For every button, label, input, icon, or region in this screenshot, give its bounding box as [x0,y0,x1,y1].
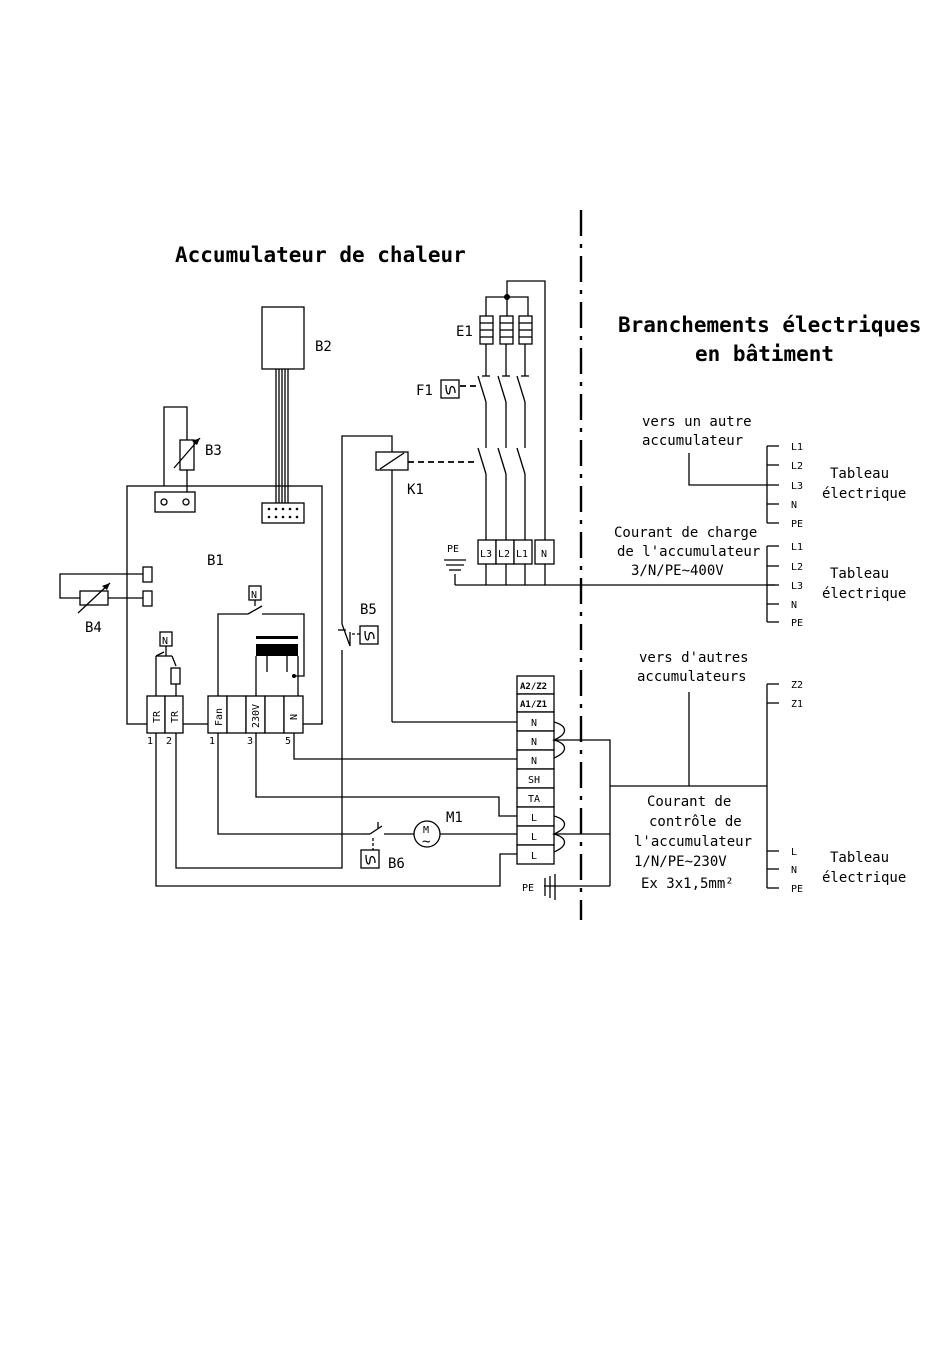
control-line4: 1/N/PE~230V [634,854,727,870]
ctrl-terminal-n1: N [531,718,537,729]
ctrl-terminal-l1: L [531,813,537,824]
bus-top-l3: L3 [791,481,803,492]
ctrl-terminal-ta: TA [528,794,540,805]
b2-label: B2 [315,339,332,355]
bus-control [766,683,779,889]
ctrl-terminal-l2: L [531,832,537,843]
b1-terminal-230v: 230V [251,704,262,728]
power-terminal-block [444,539,775,586]
m1-motor-m: M [423,825,429,836]
tr-relay-contact [155,631,181,696]
pe-label-top: PE [447,544,459,555]
pe-label-bottom: PE [522,883,534,894]
bus-middle-pe: PE [791,618,803,629]
ctrl-terminal-l3: L [531,851,537,862]
tableau-top-line2: électrique [822,486,906,502]
charge-line3: 3/N/PE~400V [631,563,724,579]
b5-label: B5 [360,602,377,618]
b3-sensor [154,406,201,513]
b1-number-2: 2 [166,736,172,747]
ctrl-terminal-a1z1: A1/Z1 [520,700,547,710]
bus-middle-l1: L1 [791,542,803,553]
fan-relay [217,585,305,696]
power-terminal-n: N [541,549,547,560]
b1-number-3: 3 [247,736,253,747]
e1-label: E1 [456,324,473,340]
b1-number-5: 5 [285,736,291,747]
b1-terminal-tr2: TR [170,710,181,723]
f1-switches [440,375,529,448]
b6-m1-fan [360,820,517,869]
ctrl-terminal-n3: N [531,756,537,767]
control-terminal-block [516,675,566,865]
bus-bottom-pe: PE [791,884,803,895]
e1-heaters [479,280,546,542]
bus-top-pe: PE [791,519,803,530]
bus-middle-l2: L2 [791,562,803,573]
transformer-symbol [255,636,299,696]
m1-label: M1 [446,810,463,826]
internal-wiring [155,650,517,887]
b3-label: B3 [205,443,222,459]
charge-line2: de l'accumulateur [617,544,760,560]
ctrl-terminal-a2z2: A2/Z2 [520,682,547,692]
b1-terminal-n: N [289,714,300,720]
ctrl-terminal-n2: N [531,737,537,748]
left-title: Accumulateur de chaleur [175,243,466,267]
tableau-middle-line1: Tableau [830,566,889,582]
vers-autres-line2: accumulateurs [637,669,747,685]
tr-relay-symbol: N [162,636,168,647]
bus-top-n: N [791,500,797,511]
b4-label: B4 [85,620,102,636]
b1-terminal-fan: Fan [214,708,225,726]
bus-top-l2: L2 [791,461,803,472]
bus-middle-l3: L3 [791,581,803,592]
bus-z2: Z2 [791,680,803,691]
control-line2: contrôle de [649,814,742,830]
tableau-bottom-line1: Tableau [830,850,889,866]
right-title-line2: en bâtiment [695,342,834,366]
vers-autre-line1: vers un autre [642,414,752,430]
k1-contactor [341,435,526,723]
control-feed-lines [544,692,767,900]
m1-motor-tilde: ~ [422,834,430,850]
control-line5: Ex 3x1,5mm² [641,876,734,892]
power-terminal-l3: L3 [480,549,492,560]
right-title-line1: Branchements électriques [618,313,921,337]
b1-terminal-block [146,695,304,734]
control-line1: Courant de [647,794,731,810]
b6-label: B6 [388,856,405,872]
fan-relay-symbol: N [251,590,257,601]
bus-bottom-l: L [791,847,797,858]
bus-middle-n: N [791,600,797,611]
b1-terminal-tr1: TR [152,710,163,723]
f1-label: F1 [416,383,433,399]
power-terminal-l1: L1 [516,549,528,560]
power-terminal-l2: L2 [498,549,510,560]
b1-number-1b: 1 [209,736,215,747]
bus-top [688,445,779,524]
vers-autres-line1: vers d'autres [639,650,749,666]
tableau-bottom-line2: électrique [822,870,906,886]
tableau-top-line1: Tableau [830,466,889,482]
charge-line1: Courant de charge [614,525,757,541]
bus-z1: Z1 [791,699,803,710]
control-line3: l'accumulateur [634,834,752,850]
tableau-middle-line2: électrique [822,586,906,602]
b1-label: B1 [207,553,224,569]
b1-number-1a: 1 [147,736,153,747]
bus-middle [766,545,779,623]
b2-unit [261,306,305,524]
k1-label: K1 [407,482,424,498]
vers-autre-line2: accumulateur [642,433,743,449]
b5-switch [338,623,379,647]
b4-sensor [59,566,153,614]
bus-top-l1: L1 [791,442,803,453]
bus-bottom-n: N [791,865,797,876]
ctrl-terminal-sh: SH [528,775,540,786]
